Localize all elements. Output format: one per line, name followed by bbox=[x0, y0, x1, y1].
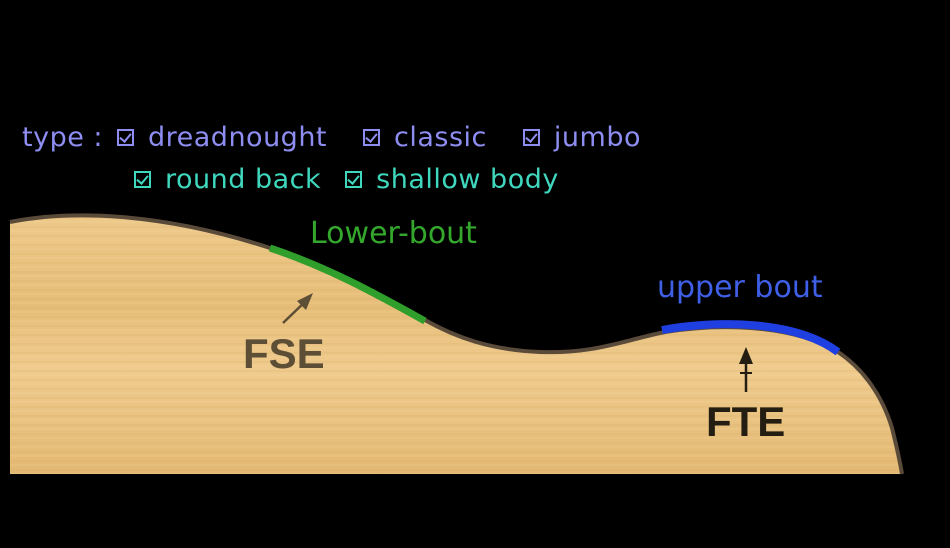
type-option-label: classic bbox=[394, 122, 487, 153]
type-option-classic[interactable]: classic bbox=[363, 122, 487, 153]
type-option-label: jumbo bbox=[553, 122, 641, 153]
type-selector-row-2: round back shallow body bbox=[134, 164, 583, 195]
fse-label: FSE bbox=[243, 330, 325, 377]
type-option-label: dreadnought bbox=[148, 122, 328, 153]
type-option-label: shallow body bbox=[376, 164, 559, 195]
type-option-shallow-body[interactable]: shallow body bbox=[345, 164, 559, 195]
type-option-label: round back bbox=[165, 164, 322, 195]
type-option-dreadnought[interactable]: dreadnought bbox=[117, 122, 327, 153]
body-edge-line bbox=[9, 213, 904, 475]
type-option-round-back[interactable]: round back bbox=[134, 164, 321, 195]
fse-arrow-icon bbox=[282, 293, 313, 324]
guitar-body-outline bbox=[9, 213, 904, 475]
checkbox-checked-icon[interactable] bbox=[117, 129, 134, 146]
checkbox-checked-icon[interactable] bbox=[522, 129, 540, 146]
checkbox-checked-icon[interactable] bbox=[134, 171, 151, 188]
fte-label: FTE bbox=[706, 398, 786, 445]
type-option-jumbo[interactable]: jumbo bbox=[522, 122, 641, 153]
lower-bout-highlight bbox=[268, 244, 427, 325]
checkbox-checked-icon[interactable] bbox=[363, 129, 381, 146]
upper-bout-label: upper bout bbox=[657, 270, 823, 305]
fte-arrow-icon bbox=[739, 347, 753, 392]
type-selector-row-1: type : dreadnought classic jumbo bbox=[22, 122, 677, 153]
wood-grain bbox=[10, 215, 902, 474]
type-label: type : bbox=[22, 122, 103, 153]
lower-bout-label: Lower-bout bbox=[310, 216, 477, 251]
checkbox-checked-icon[interactable] bbox=[345, 171, 363, 188]
upper-bout-highlight bbox=[661, 320, 841, 356]
